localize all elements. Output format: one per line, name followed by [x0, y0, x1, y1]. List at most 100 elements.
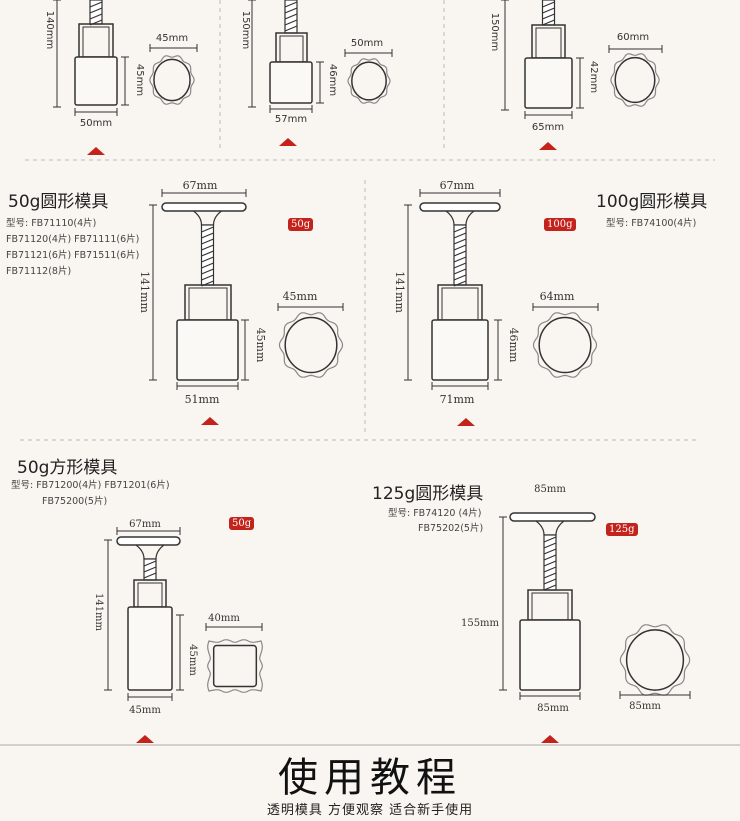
mold-body — [269, 61, 313, 104]
screw-thread — [201, 274, 214, 281]
mooncake-print-inner — [212, 644, 258, 688]
section-marker-triangle — [136, 735, 154, 743]
screw-thread — [89, 7, 103, 14]
screw-thread — [284, 1, 298, 8]
handle-neck — [445, 210, 475, 226]
screw-thread — [453, 268, 467, 275]
screw-thread — [201, 256, 214, 263]
screw-thread — [543, 548, 557, 555]
dimension-label: 150mm — [489, 13, 500, 52]
model-line: 型号: FB74120 (4片) — [388, 508, 482, 519]
screw-thread — [453, 244, 467, 251]
plunger-head-inner — [535, 27, 562, 59]
section-title-100g-round: 100g圆形模具 — [596, 192, 708, 212]
dimension-label: 155mm — [461, 618, 500, 629]
screw-thread — [143, 566, 157, 573]
dimension-label: 51mm — [185, 393, 220, 406]
plunger-head — [184, 284, 232, 321]
dimension-label: 85mm — [534, 484, 566, 495]
screw-thread — [284, 25, 298, 32]
screw-thread — [284, 13, 298, 20]
mold-body — [519, 619, 581, 691]
model-line: FB75202(5片) — [418, 523, 484, 534]
mooncake-print-inner — [284, 316, 338, 374]
plunger-head-inner — [188, 287, 228, 321]
tutorial-subtitle: 透明模具 方便观察 适合新手使用 — [266, 803, 474, 818]
mooncake-print-inner — [614, 56, 656, 104]
mold-body — [127, 606, 173, 691]
mooncake-print-outline — [610, 53, 660, 107]
model-line: 型号: FB71110(4片) — [6, 218, 97, 229]
screw-thread — [543, 542, 557, 549]
screw-thread — [284, 19, 298, 26]
section-title-50g-square: 50g方形模具 — [17, 458, 118, 478]
screw-thread — [543, 536, 557, 543]
screw-thread — [542, 1, 555, 8]
plunger-head — [275, 32, 308, 63]
model-line: 型号: FB71200(4片) FB71201(6片) — [11, 480, 170, 491]
mooncake-print-outline — [532, 312, 598, 378]
dimension-label: 85mm — [537, 703, 569, 714]
dimension-label: 150mm — [240, 11, 251, 50]
dimension-label: 60mm — [617, 32, 649, 43]
mold-body — [176, 319, 239, 381]
plunger-head-inner — [441, 287, 479, 321]
plunger-handle — [419, 202, 501, 212]
mooncake-print-inner — [153, 58, 191, 102]
screw-thread — [89, 13, 103, 20]
mooncake-print-inner — [625, 629, 685, 691]
screw-thread — [201, 244, 214, 251]
dimension-label: 64mm — [540, 290, 575, 303]
dimension-label: 45mm — [156, 33, 188, 44]
model-line: FB71112(8片) — [6, 266, 72, 277]
dimension-label: 45mm — [187, 644, 198, 676]
screw-thread — [284, 7, 298, 14]
screw-thread — [543, 566, 557, 573]
screw-thread — [201, 262, 214, 269]
screw-thread — [543, 584, 557, 591]
dimension-label: 45mm — [254, 328, 267, 363]
dimension-label: 141mm — [393, 271, 406, 313]
dimension-label: 141mm — [93, 593, 104, 632]
section-marker-triangle — [541, 735, 559, 743]
dimension-label: 141mm — [138, 271, 151, 313]
plunger-head — [527, 589, 573, 621]
dimension-label: 40mm — [208, 613, 240, 624]
model-line: FB71120(4片) FB71111(6片) — [6, 234, 140, 245]
dimension-label: 50mm — [80, 118, 112, 129]
plunger-head-inner — [82, 26, 110, 58]
plunger-handle — [509, 512, 596, 522]
screw-thread — [201, 268, 214, 275]
screw-thread — [143, 560, 157, 567]
dimension-label: 67mm — [440, 179, 475, 192]
mold-body — [524, 57, 573, 109]
model-line: FB71121(6片) FB71511(6片) — [6, 250, 140, 261]
plunger-head — [531, 24, 566, 59]
plunger-head — [437, 284, 483, 321]
screw-thread — [201, 238, 214, 245]
mold-body — [74, 56, 118, 106]
dimension-label: 46mm — [327, 64, 338, 96]
plunger-head-inner — [531, 592, 569, 621]
plunger-handle — [161, 202, 247, 212]
section-marker-triangle — [87, 147, 105, 155]
screw-thread — [543, 560, 557, 567]
dimension-label: 57mm — [275, 114, 307, 125]
screw-thread — [453, 256, 467, 263]
plunger-head — [133, 579, 167, 608]
handle-neck — [193, 210, 222, 226]
dimension-label: 85mm — [629, 701, 661, 712]
mooncake-print-outline — [207, 639, 263, 693]
screw-thread — [89, 1, 103, 8]
section-marker-triangle — [201, 417, 219, 425]
dimension-label: 42mm — [588, 61, 599, 93]
weight-badge: 100g — [544, 218, 576, 231]
plunger-head — [78, 23, 114, 58]
dimension-label: 45mm — [283, 290, 318, 303]
screw-thread — [542, 7, 555, 14]
screw-thread — [543, 572, 557, 579]
handle-neck — [535, 520, 565, 536]
mooncake-print-outline — [149, 55, 195, 105]
weight-badge: 125g — [606, 523, 638, 536]
